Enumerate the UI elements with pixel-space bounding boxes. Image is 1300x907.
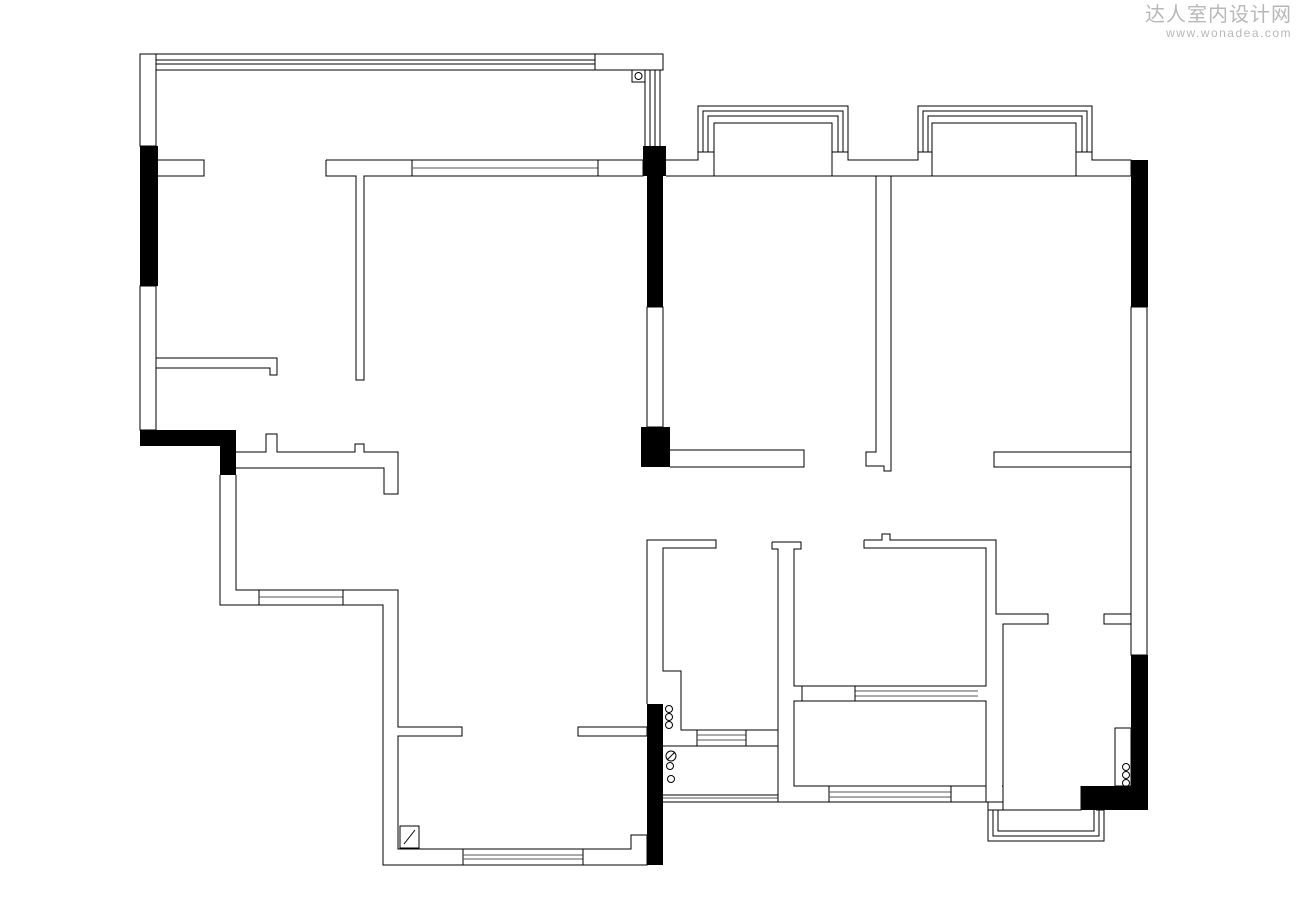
lower-right-rooms bbox=[646, 533, 1132, 842]
floor-drain bbox=[399, 825, 420, 849]
drain-fixture bbox=[631, 69, 646, 83]
plumbing-fixtures bbox=[665, 705, 1130, 787]
top-balcony bbox=[139, 53, 664, 147]
watermark-url: www.wonadea.com bbox=[1166, 26, 1292, 40]
lower-left-wing bbox=[219, 475, 648, 866]
watermark-title: 达人室内设计网 bbox=[1145, 2, 1292, 26]
upper-right-rooms bbox=[646, 105, 1148, 656]
balcony-left-wall bbox=[139, 53, 157, 147]
balcony-right-post bbox=[594, 53, 664, 71]
structural-walls bbox=[140, 146, 1148, 865]
watermark: 达人室内设计网 www.wonadea.com bbox=[1145, 2, 1292, 40]
